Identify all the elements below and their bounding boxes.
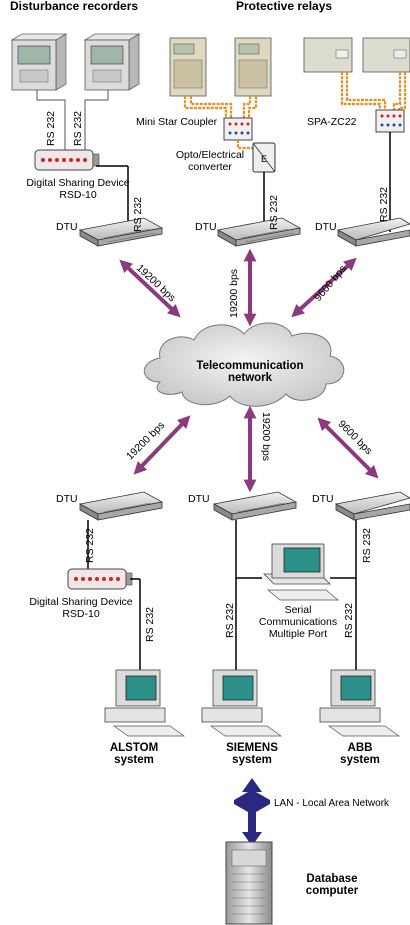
siemens-system-label: SIEMENS system [212,742,292,766]
mini-star-coupler-label: Mini Star Coupler [136,116,218,128]
opto-converter-label: Opto/Electrical converter [164,149,256,173]
rsd-device-bottom [67,568,133,590]
database-computer-label: Database computer [292,873,372,897]
abb-computer [319,669,401,737]
rs232-label-dtu-bottom-left: RS 232 [84,527,96,563]
recorder-wires [36,90,109,150]
link-arrows-top [119,248,357,327]
dtu-label-bottom-left: DTU [56,493,78,505]
dtu-label-bottom-right: DTU [312,493,334,505]
protective-relay-4 [362,37,410,73]
database-line-1: Database [306,873,358,885]
abb-system-label: ABB system [330,742,390,766]
disturbance-recorder-2 [83,33,141,91]
telecommunication-network-cloud [143,322,345,407]
dtu-top-right [336,217,410,247]
abb-line-1: ABB [347,742,373,754]
spa-zc22-label: SPA-ZC22 [307,116,357,128]
rsd-device-top [34,149,100,171]
rs232-label-alstom: RS 232 [144,606,156,642]
rsd-label-top: Digital Sharing Device RSD-10 [4,177,152,201]
rsd-model-bottom: RSD-10 [62,608,100,620]
speed-bottom-middle: 19200 bps [260,412,272,462]
serial-line-1: Serial [284,604,312,616]
serial-line-2: Communications [258,616,338,628]
database-line-2: computer [305,885,359,897]
disturbance-recorders-header: Disturbance recorders [10,0,139,13]
serial-communications-pc [263,543,339,601]
telecom-line-2: network [227,372,273,384]
dtu-top-left [78,217,164,247]
dtu-label-top-middle: DTU [195,221,217,233]
opto-line-1: Opto/Electrical [175,149,245,161]
speed-top-middle: 19200 bps [228,268,240,318]
database-cabinet [225,841,273,925]
dtu-bottom-middle [212,491,298,521]
link-arrows-bottom [133,405,379,493]
alstom-line-2: system [114,754,154,766]
dtu-label-bottom-middle: DTU [188,493,210,505]
opto-symbol: E [261,154,268,164]
alstom-system-label: ALSTOM system [104,742,164,766]
rsd-model-top: RSD-10 [59,189,97,201]
protective-relay-2 [234,37,272,97]
dtu-label-top-left: DTU [56,221,78,233]
dtu-bottom-left [78,491,164,521]
rs232-label-recorder-1: RS 232 [45,110,57,146]
opto-electrical-converter [252,142,276,173]
rs232-label-dtu-top-middle: RS 232 [268,194,280,230]
fiber-links-2 [340,72,407,110]
siemens-computer [201,669,283,737]
telecom-line-1: Telecommunication [196,360,304,372]
dtu-label-top-right: DTU [315,221,337,233]
rsd-label-bottom: Digital Sharing Device RSD-10 [2,596,160,620]
disturbance-recorder-1 [10,33,68,91]
siemens-line-1: SIEMENS [226,742,278,754]
rs232-label-dtu-top-right: RS 232 [378,186,390,222]
alstom-computer [104,669,186,737]
telecom-network-label: Telecommunication network [180,360,320,384]
rs232-label-siemens: RS 232 [224,602,236,638]
rs232-label-recorder-2: RS 232 [72,110,84,146]
siemens-line-2: system [232,754,272,766]
alstom-line-1: ALSTOM [109,742,159,754]
opto-line-2: converter [188,161,232,173]
dtu-top-middle [216,217,302,247]
spa-zc22-coupler [375,109,405,133]
fiber-links-1 [183,96,258,120]
protective-relay-1 [169,37,207,97]
protective-relays-header: Protective relays [236,0,333,13]
rsd-name-top: Digital Sharing Device [26,177,130,189]
serial-comm-port-label: Serial Communications Multiple Port [244,604,352,640]
lan-arrow [234,778,270,846]
abb-line-2: system [340,754,380,766]
serial-line-3: Multiple Port [268,628,328,640]
rsd-name-bottom: Digital Sharing Device [29,596,133,608]
dtu-bottom-right [334,491,410,521]
rs232-label-dtu-bottom-right: RS 232 [361,527,373,563]
protective-relay-3 [303,37,353,73]
serial-port-wires [235,520,357,672]
lan-label: LAN - Local Area Network [274,798,390,809]
mini-star-coupler [223,117,253,141]
rs232-label-dtu-top-left: RS 232 [132,196,144,232]
